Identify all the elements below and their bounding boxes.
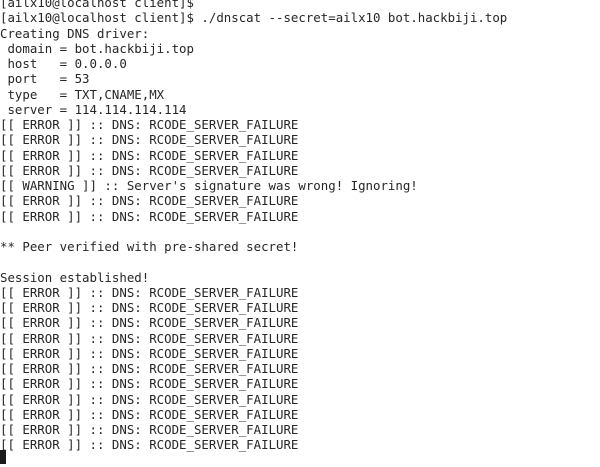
error-message-line: [[ ERROR ]] :: DNS: RCODE_SERVER_FAILURE	[0, 300, 299, 315]
error-message-line: [[ ERROR ]] :: DNS: RCODE_SERVER_FAILURE	[0, 330, 299, 346]
error-message-line: [[ ERROR ]] :: DNS: RCODE_SERVER_FAILURE	[0, 132, 299, 148]
terminal-line: ** Peer verified with pre-shared secret!	[0, 239, 299, 254]
error-message-line: [[ ERROR ]] :: DNS: RCODE_SERVER_FAILURE	[0, 284, 299, 300]
command-prompt-line: [ailx10@localhost client]$ ./dnscat --se…	[0, 10, 508, 26]
error-message-line: [[ ERROR ]] :: DNS: RCODE_SERVER_FAILURE	[0, 406, 299, 422]
text-cursor	[0, 450, 6, 464]
terminal-output: [ailx10@localhost client]$[ailx10@localh…	[0, 0, 508, 453]
blank-line	[0, 254, 507, 269]
terminal-line: domain = bot.hackbiji.top	[0, 40, 194, 56]
error-message-line: [[ ERROR ]] :: DNS: RCODE_SERVER_FAILURE	[0, 193, 299, 209]
error-message-line: [[ ERROR ]] :: DNS: RCODE_SERVER_FAILURE	[0, 361, 299, 376]
blank-line	[0, 224, 507, 239]
error-message-line: [[ ERROR ]] :: DNS: RCODE_SERVER_FAILURE	[0, 315, 299, 331]
terminal-line: type = TXT,CNAME,MX	[0, 86, 165, 102]
error-message-line: [[ ERROR ]] :: DNS: RCODE_SERVER_FAILURE	[0, 147, 299, 163]
error-message-line: [[ ERROR ]] :: DNS: RCODE_SERVER_FAILURE	[0, 117, 299, 132]
error-message-line: [[ ERROR ]] :: DNS: RCODE_SERVER_FAILURE	[0, 391, 299, 407]
error-message-line: [[ ERROR ]] :: DNS: RCODE_SERVER_FAILURE	[0, 345, 299, 361]
command-prompt-line: [ailx10@localhost client]$	[0, 0, 194, 10]
error-message-line: [[ ERROR ]] :: DNS: RCODE_SERVER_FAILURE	[0, 376, 299, 392]
error-message-line: [[ ERROR ]] :: DNS: RCODE_SERVER_FAILURE	[0, 422, 299, 437]
terminal-line: Session established!	[0, 269, 150, 285]
error-message-line: [[ ERROR ]] :: DNS: RCODE_SERVER_FAILURE	[0, 437, 299, 453]
error-message-line: [[ ERROR ]] :: DNS: RCODE_SERVER_FAILURE	[0, 208, 299, 224]
terminal-line: Creating DNS driver:	[0, 25, 150, 41]
error-message-line: [[ ERROR ]] :: DNS: RCODE_SERVER_FAILURE	[0, 162, 299, 178]
terminal-line: server = 114.114.114.114	[0, 101, 187, 117]
terminal-line: port = 53	[0, 71, 90, 87]
warning-message-line: [[ WARNING ]] :: Server's signature was …	[0, 178, 418, 193]
terminal-line: host = 0.0.0.0	[0, 56, 127, 71]
